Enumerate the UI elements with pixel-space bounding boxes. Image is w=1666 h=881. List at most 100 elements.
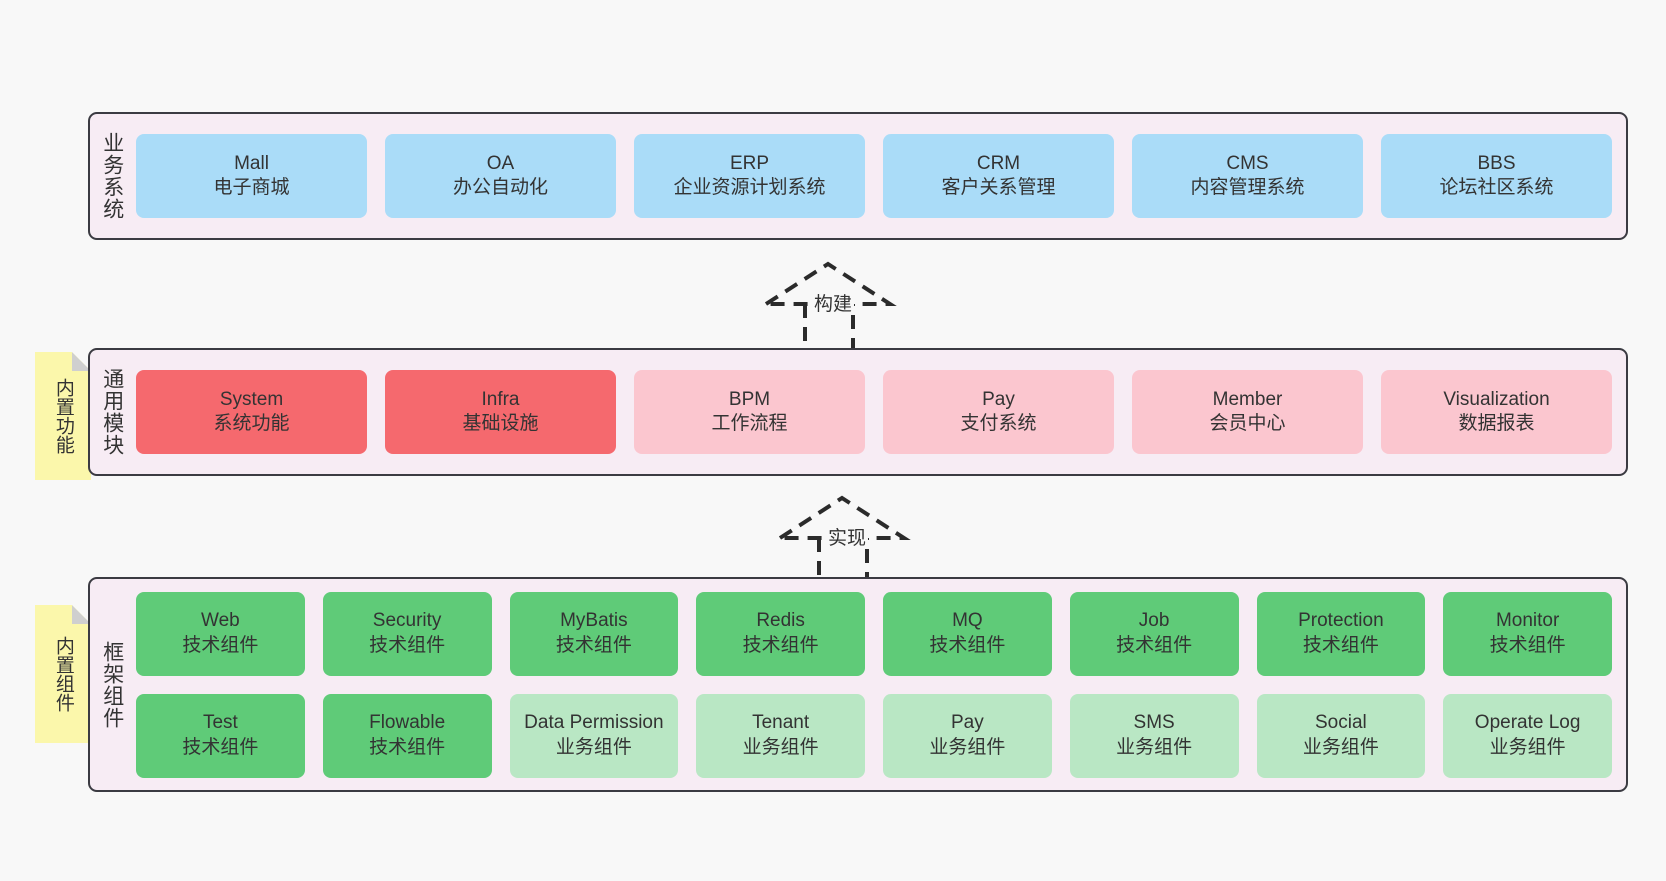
card-common-visualization[interactable]: Visualization 数据报表 [1381, 370, 1612, 454]
card-subtitle: 技术组件 [369, 634, 446, 656]
card-subtitle: 技术组件 [182, 736, 259, 758]
card-title: Visualization [1443, 388, 1550, 410]
card-subtitle: 技术组件 [369, 736, 446, 758]
card-title: BPM [728, 388, 771, 410]
connector-build-label: 构建 [811, 294, 855, 315]
card-title: Pay [951, 712, 984, 734]
card-title: ERP [729, 152, 770, 174]
card-common-bpm[interactable]: BPM 工作流程 [634, 370, 865, 454]
card-subtitle: 技术组件 [555, 634, 632, 656]
card-business-mall[interactable]: Mall 电子商城 [136, 134, 367, 218]
card-title: Flowable [369, 712, 446, 734]
card-title: Protection [1298, 610, 1384, 632]
card-subtitle: 技术组件 [182, 634, 259, 656]
card-title: Mall [234, 152, 269, 174]
layer-business-systems-title: 业务系统 [100, 132, 124, 220]
card-subtitle: 支付系统 [960, 413, 1037, 434]
layer-common-modules: 通用模块 System 系统功能 Infra 基础设施 BPM 工作流程 Pay 支付系统 Me… [88, 348, 1628, 476]
card-subtitle: 业务组件 [1302, 736, 1379, 758]
card-subtitle: 内容管理系统 [1190, 177, 1305, 198]
card-title: CRM [976, 152, 1021, 174]
card-title: Security [372, 610, 442, 632]
card-common-infra[interactable]: Infra 基础设施 [385, 370, 616, 454]
card-subtitle: 技术组件 [1489, 634, 1566, 656]
card-common-system[interactable]: System 系统功能 [136, 370, 367, 454]
card-title: Member [1212, 388, 1283, 410]
card-title: CMS [1226, 152, 1269, 174]
card-title: Operate Log [1474, 712, 1581, 734]
card-subtitle: 系统功能 [213, 413, 290, 434]
card-subtitle: 业务组件 [555, 736, 632, 758]
card-title: MQ [952, 610, 983, 632]
card-business-bbs[interactable]: BBS 论坛社区系统 [1381, 134, 1612, 218]
common-card-row: System 系统功能 Infra 基础设施 BPM 工作流程 Pay 支付系统 Member 会… [136, 370, 1612, 454]
sticky-note-builtin-features-label: 内置功能 [52, 378, 74, 454]
sticky-note-builtin-components: 内置组件 [35, 605, 91, 743]
card-subtitle: 办公自动化 [452, 177, 548, 198]
card-subtitle: 技术组件 [742, 634, 819, 656]
card-subtitle: 会员中心 [1209, 413, 1286, 434]
connector-build: 构建 [758, 258, 908, 358]
card-title: System [219, 388, 284, 410]
card-business-erp[interactable]: ERP 企业资源计划系统 [634, 134, 865, 218]
layer-common-modules-title: 通用模块 [100, 368, 124, 456]
card-subtitle: 业务组件 [1489, 736, 1566, 758]
card-subtitle: 客户关系管理 [941, 177, 1056, 198]
card-title: Web [201, 610, 240, 632]
card-subtitle: 企业资源计划系统 [673, 177, 826, 198]
card-title: Tenant [752, 712, 810, 734]
card-subtitle: 业务组件 [742, 736, 819, 758]
card-title: Pay [982, 388, 1015, 410]
layer-common-modules-body: System 系统功能 Infra 基础设施 BPM 工作流程 Pay 支付系统 Member 会… [134, 350, 1626, 474]
card-subtitle: 技术组件 [1116, 634, 1193, 656]
card-title: Infra [481, 388, 520, 410]
card-title: Social [1315, 712, 1367, 734]
card-subtitle: 技术组件 [1302, 634, 1379, 656]
card-title: Redis [756, 610, 805, 632]
card-subtitle: 技术组件 [929, 634, 1006, 656]
card-title: Test [202, 712, 238, 734]
card-subtitle: 业务组件 [1116, 736, 1193, 758]
card-subtitle: 基础设施 [462, 413, 539, 434]
card-subtitle: 电子商城 [213, 177, 290, 198]
card-title: SMS [1133, 712, 1175, 734]
card-subtitle: 数据报表 [1458, 413, 1535, 434]
card-business-cms[interactable]: CMS 内容管理系统 [1132, 134, 1363, 218]
card-title: Data Permission [524, 712, 664, 734]
layer-framework-components-title: 框架组件 [100, 640, 124, 729]
card-title: Job [1138, 610, 1170, 632]
card-subtitle: 工作流程 [711, 413, 788, 434]
card-common-pay[interactable]: Pay 支付系统 [883, 370, 1114, 454]
card-title: Monitor [1495, 610, 1560, 632]
card-common-member[interactable]: Member 会员中心 [1132, 370, 1363, 454]
card-title: MyBatis [560, 610, 628, 632]
card-title: BBS [1477, 152, 1516, 174]
card-subtitle: 论坛社区系统 [1439, 177, 1554, 198]
card-business-crm[interactable]: CRM 客户关系管理 [883, 134, 1114, 218]
